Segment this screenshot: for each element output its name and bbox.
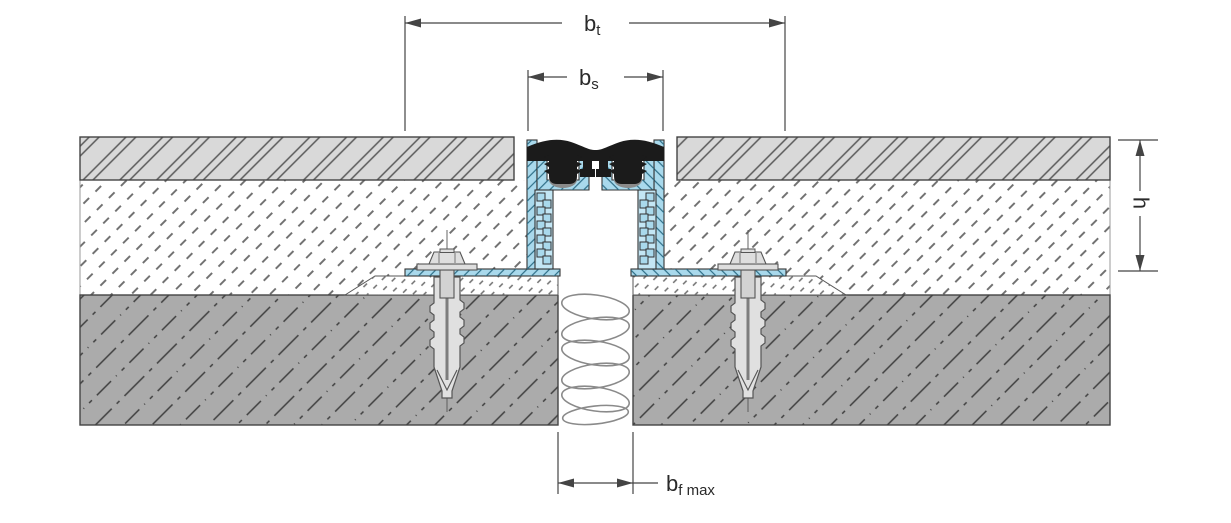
dimension-bf-max (557, 432, 658, 494)
tile-layer-right (676, 136, 1111, 181)
dimension-label-bt: bt (584, 11, 601, 39)
dimension-h (1118, 139, 1158, 272)
dimension-label-h: h (1129, 197, 1154, 209)
tile-layer-left (79, 136, 515, 181)
concrete-slab-left (79, 294, 559, 426)
dimension-bt (404, 16, 786, 131)
dimension-label-bf-max: bf max (666, 471, 715, 499)
dimension-label-bs: bs (579, 65, 599, 93)
joint-filler (560, 293, 631, 426)
dimension-bs (527, 70, 664, 131)
rubber-insert (527, 139, 664, 184)
concrete-slab-right (632, 294, 1111, 426)
